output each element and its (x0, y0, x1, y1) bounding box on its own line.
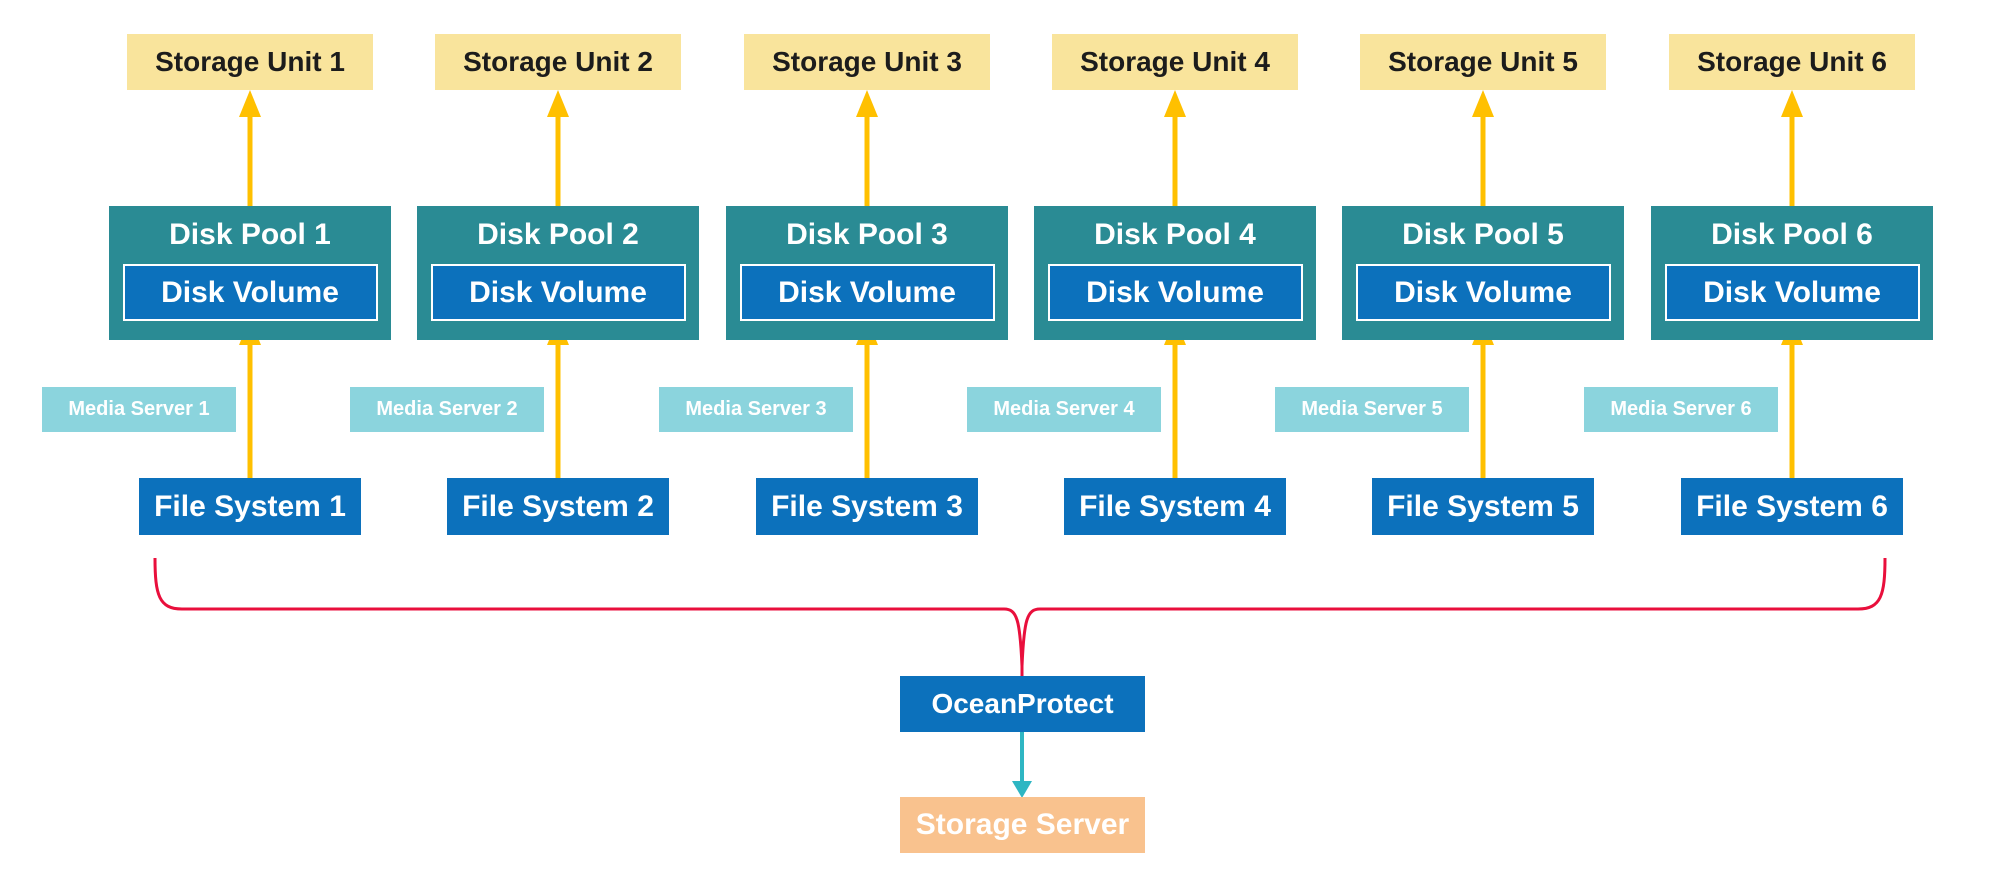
disk-pool-6-box: Disk Pool 6 Disk Volume (1651, 206, 1933, 340)
arrowhead-diskpool-to-storageunit-6 (1781, 90, 1803, 117)
arrowhead-diskpool-to-storageunit-3 (856, 90, 878, 117)
storage-unit-2-box: Storage Unit 2 (435, 34, 681, 90)
storage-unit-1-box: Storage Unit 1 (127, 34, 373, 90)
oceanprotect-box: OceanProtect (900, 676, 1145, 732)
file-system-6-box: File System 6 (1681, 478, 1903, 535)
disk-pool-1-box: Disk Pool 1 Disk Volume (109, 206, 391, 340)
media-server-6-box: Media Server 6 (1584, 387, 1778, 432)
media-server-4-box: Media Server 4 (967, 387, 1161, 432)
storage-unit-3-box: Storage Unit 3 (744, 34, 990, 90)
disk-pool-1-label: Disk Pool 1 (169, 218, 331, 251)
media-server-1-box: Media Server 1 (42, 387, 236, 432)
disk-pool-4-box: Disk Pool 4 Disk Volume (1034, 206, 1316, 340)
media-server-2-box: Media Server 2 (350, 387, 544, 432)
storage-server-box: Storage Server (900, 797, 1145, 853)
disk-pool-2-label: Disk Pool 2 (477, 218, 639, 251)
disk-volume-4-box: Disk Volume (1047, 264, 1303, 321)
media-server-5-box: Media Server 5 (1275, 387, 1469, 432)
file-system-4-box: File System 4 (1064, 478, 1286, 535)
disk-pool-4-label: Disk Pool 4 (1094, 218, 1256, 251)
disk-volume-5-box: Disk Volume (1355, 264, 1611, 321)
disk-pool-3-label: Disk Pool 3 (786, 218, 948, 251)
media-server-3-box: Media Server 3 (659, 387, 853, 432)
disk-pool-3-box: Disk Pool 3 Disk Volume (726, 206, 1008, 340)
disk-pool-6-label: Disk Pool 6 (1711, 218, 1873, 251)
storage-unit-4-box: Storage Unit 4 (1052, 34, 1298, 90)
disk-volume-1-box: Disk Volume (122, 264, 378, 321)
arrowhead-oceanprotect-to-storageserver (1012, 781, 1032, 798)
file-system-1-box: File System 1 (139, 478, 361, 535)
disk-volume-2-box: Disk Volume (430, 264, 686, 321)
file-system-5-box: File System 5 (1372, 478, 1594, 535)
disk-volume-6-box: Disk Volume (1664, 264, 1920, 321)
arrowhead-diskpool-to-storageunit-5 (1472, 90, 1494, 117)
storage-unit-5-box: Storage Unit 5 (1360, 34, 1606, 90)
brace-filesystems-to-oceanprotect (153, 557, 1887, 667)
storage-unit-6-box: Storage Unit 6 (1669, 34, 1915, 90)
arrowhead-diskpool-to-storageunit-2 (547, 90, 569, 117)
disk-pool-5-label: Disk Pool 5 (1402, 218, 1564, 251)
disk-volume-3-box: Disk Volume (739, 264, 995, 321)
arrowhead-diskpool-to-storageunit-1 (239, 90, 261, 117)
arrowhead-diskpool-to-storageunit-4 (1164, 90, 1186, 117)
disk-pool-2-box: Disk Pool 2 Disk Volume (417, 206, 699, 340)
disk-pool-5-box: Disk Pool 5 Disk Volume (1342, 206, 1624, 340)
file-system-2-box: File System 2 (447, 478, 669, 535)
file-system-3-box: File System 3 (756, 478, 978, 535)
